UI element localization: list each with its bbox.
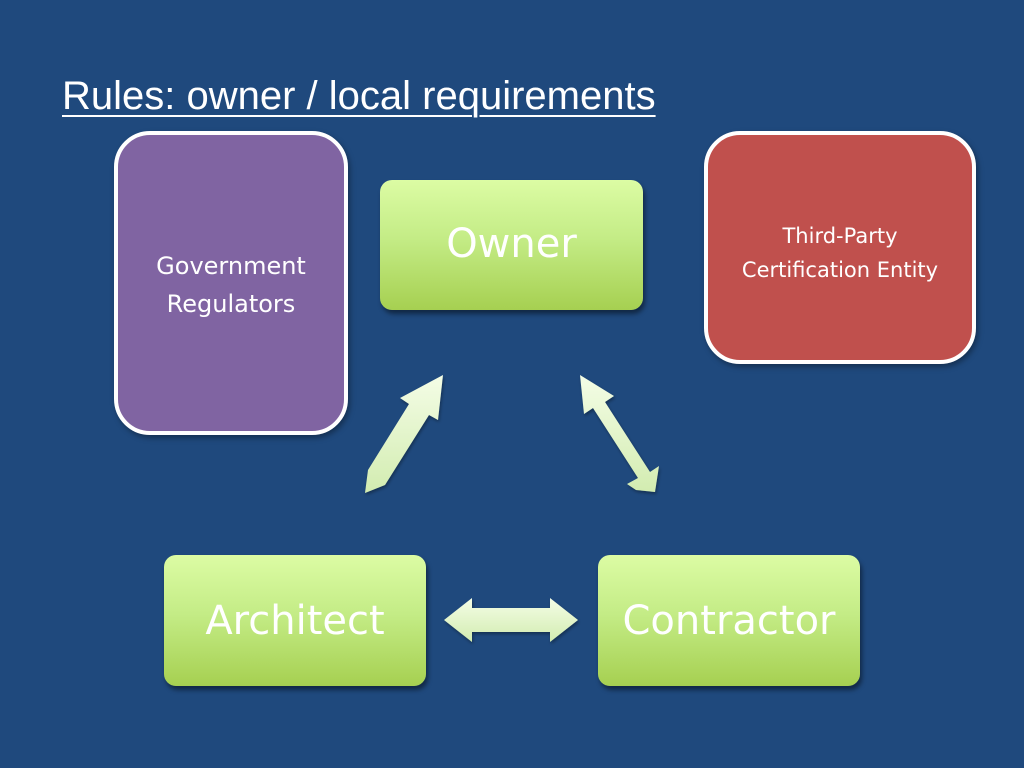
government-regulators-box: Government Regulators <box>114 131 348 435</box>
third-party-certification-box: Third-Party Certification Entity <box>704 131 976 364</box>
arrow-owner-architect <box>365 375 443 493</box>
architect-label: Architect <box>205 597 385 644</box>
arrow-owner-contractor <box>580 375 659 492</box>
architect-box: Architect <box>164 555 426 686</box>
owner-label: Owner <box>446 221 577 267</box>
third-party-certification-label: Third-Party Certification Entity <box>741 224 939 282</box>
contractor-label: Contractor <box>622 597 836 644</box>
government-regulators-label: Government Regulators <box>156 252 306 318</box>
arrow-architect-contractor <box>444 598 578 642</box>
slide-title: Rules: owner / local requirements <box>62 74 656 118</box>
owner-box: Owner <box>380 180 643 310</box>
contractor-box: Contractor <box>598 555 860 686</box>
